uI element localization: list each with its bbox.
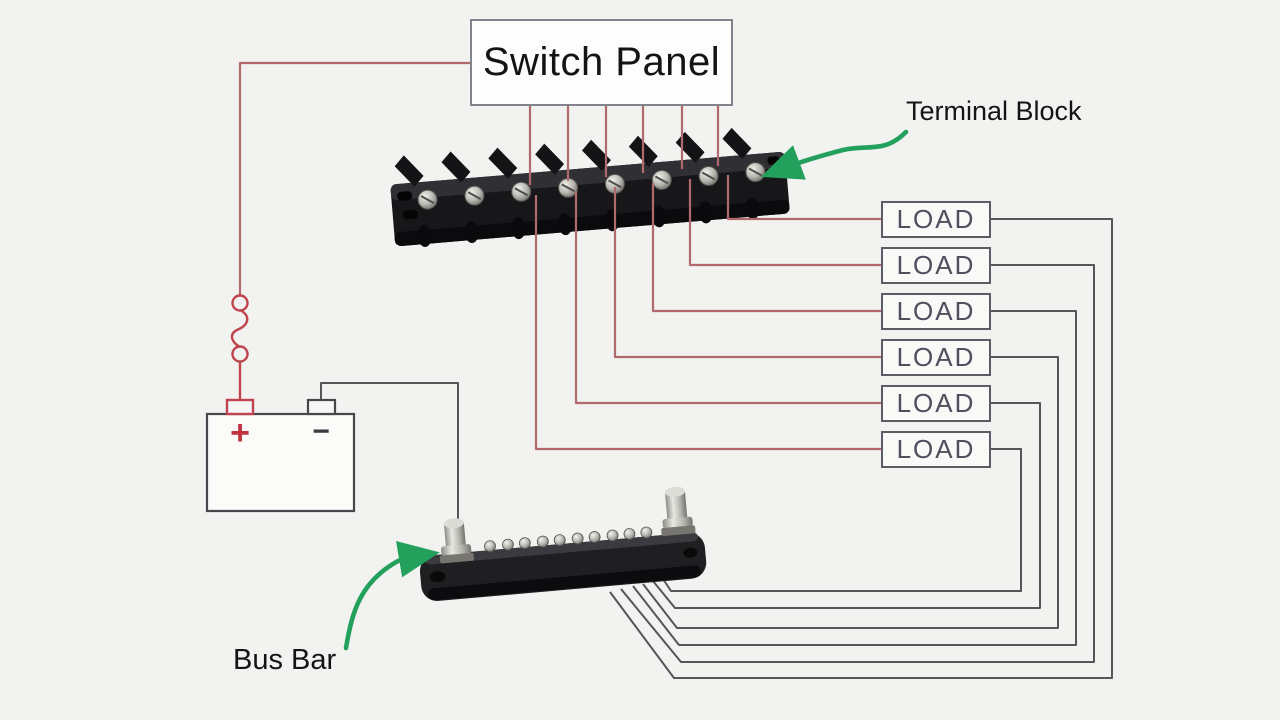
bus-bar-label: Bus Bar — [233, 644, 337, 676]
load-box-6: LOAD — [881, 431, 991, 468]
positive-wires — [238, 61, 881, 451]
terminal-block-arrow-icon — [760, 129, 909, 180]
terminal-block-sections — [394, 127, 766, 247]
load-label: LOAD — [896, 434, 976, 464]
load-label: LOAD — [896, 250, 976, 280]
load-box-3: LOAD — [881, 293, 991, 330]
switch-panel-label: Switch Panel — [482, 40, 721, 84]
battery: + − — [205, 398, 356, 513]
load-box-4: LOAD — [881, 339, 991, 376]
fuse-symbol — [230, 294, 249, 401]
battery-negative-sign: − — [312, 415, 330, 448]
load-label: LOAD — [896, 204, 976, 234]
load-box-1: LOAD — [881, 201, 991, 238]
battery-positive-sign: + — [230, 414, 250, 452]
load-box-5: LOAD — [881, 385, 991, 422]
negative-wires — [320, 218, 1113, 679]
load-label: LOAD — [896, 296, 976, 326]
terminal-block-photo — [390, 127, 790, 247]
load-box-2: LOAD — [881, 247, 991, 284]
load-label: LOAD — [896, 388, 976, 418]
bus-bar-screws — [484, 526, 653, 553]
bus-bar-left-post — [439, 518, 475, 564]
bus-bar-arrow-icon — [343, 541, 440, 651]
load-label: LOAD — [896, 342, 976, 372]
bus-bar-right-post — [661, 486, 696, 537]
battery-negative-terminal — [306, 398, 337, 416]
switch-panel-box: Switch Panel — [470, 19, 733, 106]
battery-positive-terminal — [225, 398, 255, 416]
bus-bar-photo — [419, 486, 707, 601]
terminal-block-label: Terminal Block — [906, 96, 1082, 126]
